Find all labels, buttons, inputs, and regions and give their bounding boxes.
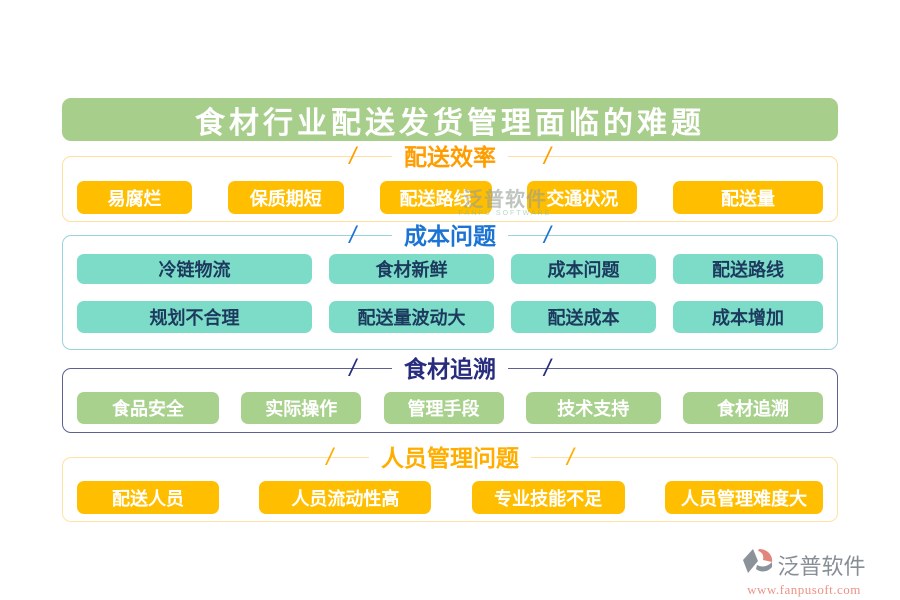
header-line-gap — [531, 444, 567, 472]
section-title: 人员管理问题 — [369, 444, 531, 472]
issue-pill: 实际操作 — [241, 392, 362, 424]
issue-pill: 人员管理难度大 — [664, 481, 823, 514]
page-title: 食材行业配送发货管理面临的难题 — [62, 98, 838, 141]
pill-row: 冷链物流食材新鲜成本问题配送路线 — [77, 254, 823, 284]
issue-pill: 配送路线 — [673, 254, 823, 284]
header-line-gap — [356, 222, 392, 250]
section-title: 食材追溯 — [392, 355, 508, 383]
pill-row: 食品安全实际操作管理手段技术支持食材追溯 — [77, 392, 823, 424]
issue-pill: 配送量 — [673, 181, 823, 214]
header-line-gap — [508, 355, 544, 383]
slash-decoration — [349, 222, 356, 250]
header-line-gap — [356, 355, 392, 383]
header-line-gap — [356, 143, 392, 171]
header-line-gap — [333, 444, 369, 472]
issue-pill: 交通状况 — [527, 181, 638, 214]
issue-pill: 规划不合理 — [77, 301, 312, 333]
issue-pill: 食材追溯 — [683, 392, 823, 424]
slash-decoration — [349, 143, 356, 171]
issue-pill: 食材新鲜 — [329, 254, 494, 284]
issue-pill: 管理手段 — [383, 392, 504, 424]
issue-pill: 专业技能不足 — [471, 481, 625, 514]
issue-pill: 食品安全 — [77, 392, 219, 424]
issue-pill: 人员流动性高 — [259, 481, 432, 514]
slash-decoration — [326, 444, 333, 472]
issue-pill: 冷链物流 — [77, 254, 312, 284]
issue-pill: 配送成本 — [511, 301, 656, 333]
section-personnel-management: 人员管理问题 配送人员 人员流动性高 专业技能不足 人员管理难度大 — [62, 444, 838, 522]
section-header: 成本问题 — [63, 222, 837, 250]
section-title: 配送效率 — [392, 143, 508, 171]
issue-pill: 成本问题 — [511, 254, 656, 284]
fanpu-logo-icon — [742, 548, 774, 581]
pill-row: 配送人员 人员流动性高 专业技能不足 人员管理难度大 — [77, 481, 823, 514]
issue-pill: 配送人员 — [77, 481, 219, 514]
slash-decoration — [567, 444, 574, 472]
brand-logo: 泛普软件 www.fanpusoft.com — [724, 548, 884, 598]
issue-pill: 成本增加 — [673, 301, 823, 333]
brand-name: 泛普软件 — [777, 553, 866, 579]
pill-row: 易腐烂 保质期短 配送路线 交通状况 配送量 — [77, 181, 823, 214]
section-header: 食材追溯 — [63, 355, 837, 383]
section-header: 配送效率 — [63, 143, 837, 171]
brand-url: www.fanpusoft.com — [747, 582, 861, 597]
issue-pill: 保质期短 — [227, 181, 344, 214]
issue-pill: 技术支持 — [525, 392, 661, 424]
slash-decoration — [544, 355, 551, 383]
issue-pill: 配送路线 — [379, 181, 492, 214]
section-title: 成本问题 — [392, 222, 508, 250]
slash-decoration — [544, 143, 551, 171]
section-delivery-efficiency: 配送效率 易腐烂 保质期短 配送路线 交通状况 配送量 — [62, 143, 838, 222]
issue-pill: 配送量波动大 — [329, 301, 494, 333]
header-line-gap — [508, 222, 544, 250]
slash-decoration — [349, 355, 356, 383]
issue-pill: 易腐烂 — [77, 181, 192, 214]
section-header: 人员管理问题 — [63, 444, 837, 472]
pill-row: 规划不合理配送量波动大配送成本成本增加 — [77, 301, 823, 333]
header-line-gap — [508, 143, 544, 171]
slash-decoration — [544, 222, 551, 250]
